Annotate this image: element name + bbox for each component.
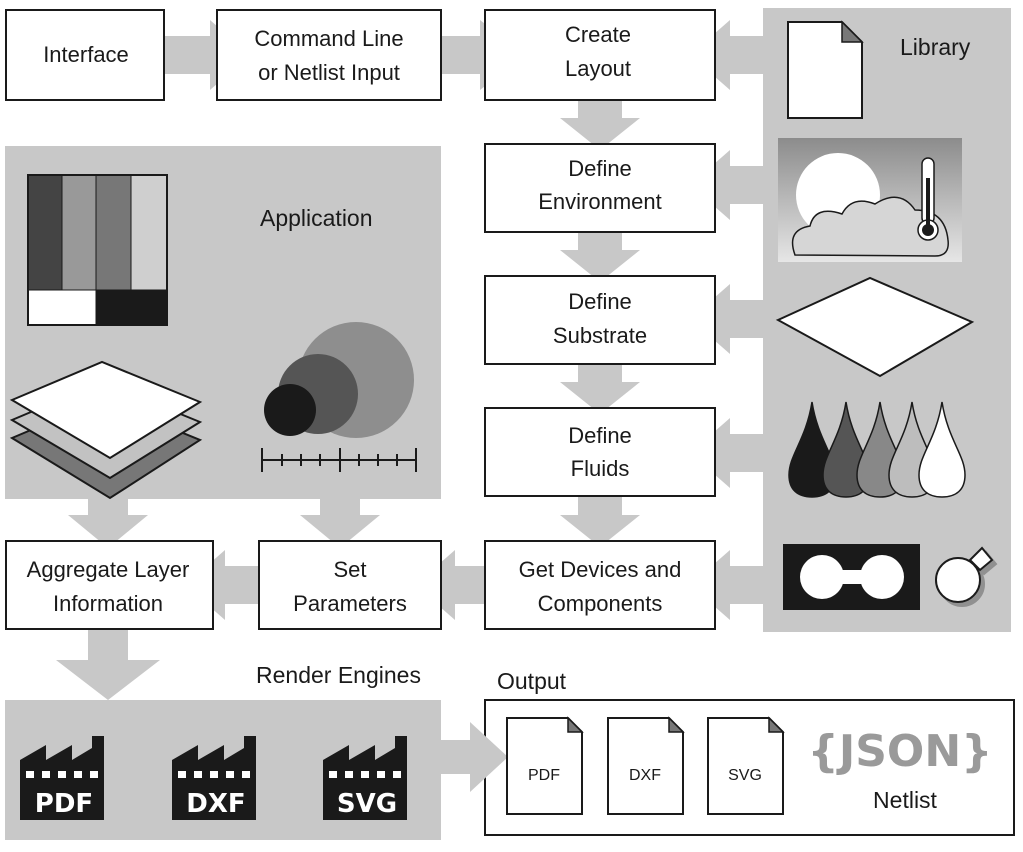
device-component-icon: [783, 544, 994, 610]
define-fluids-label-1: Define: [568, 423, 632, 448]
box-define-environment: Define Environment: [484, 143, 716, 233]
substrate-icon: [775, 276, 975, 378]
box-set-parameters: Set Parameters: [258, 540, 442, 630]
arrow-aggregate-to-render: [56, 625, 160, 700]
pdf-factory-icon: PDF: [20, 736, 104, 820]
box-interface: Interface: [5, 9, 165, 101]
aggregate-layer-label-1: Aggregate Layer: [27, 557, 190, 582]
box-aggregate-layer: Aggregate Layer Information: [5, 540, 214, 630]
box-create-layout: Create Layout: [484, 9, 716, 101]
document-icon: [787, 20, 864, 119]
svg-factory-label: SVG: [337, 789, 397, 819]
define-substrate-label-1: Define: [568, 289, 632, 314]
box-get-devices: Get Devices and Components: [484, 540, 716, 630]
create-layout-label-2: Layout: [565, 56, 631, 81]
define-fluids-label-2: Fluids: [571, 456, 630, 481]
output-pdf-label: PDF: [528, 767, 560, 784]
layer-stack-icon: [9, 360, 203, 500]
color-palette-icon: [27, 174, 168, 326]
create-layout-label-1: Create: [565, 22, 631, 47]
box-define-substrate: Define Substrate: [484, 275, 716, 365]
get-devices-label-1: Get Devices and: [519, 557, 682, 582]
library-label: Library: [900, 34, 971, 60]
application-label: Application: [260, 205, 373, 231]
define-environment-label-1: Define: [568, 156, 632, 181]
output-svg-label: SVG: [728, 767, 762, 784]
arrow-application-to-aggregate: [68, 490, 148, 548]
set-parameters-label-2: Parameters: [293, 591, 407, 616]
get-devices-label-2: Components: [538, 591, 663, 616]
arrow-create-to-environment: [560, 85, 640, 150]
define-environment-label-2: Environment: [538, 189, 662, 214]
svg-factory-icon: SVG: [323, 736, 407, 820]
arrow-application-to-parameters: [300, 490, 380, 548]
command-line-label-2: or Netlist Input: [258, 60, 400, 85]
output-svg-file-icon: SVG: [707, 716, 785, 815]
arrow-render-to-output: [430, 722, 508, 792]
pdf-factory-label: PDF: [35, 789, 93, 819]
output-pdf-file-icon: PDF: [506, 716, 584, 815]
ruler-scale-icon: [261, 448, 417, 472]
json-label: {JSON}: [808, 726, 993, 777]
aggregate-layer-label-2: Information: [53, 591, 163, 616]
netlist-label: Netlist: [873, 787, 938, 813]
output-dxf-file-icon: DXF: [607, 716, 685, 815]
dxf-factory-label: DXF: [186, 789, 245, 819]
output-dxf-label: DXF: [629, 767, 661, 784]
render-engines-label: Render Engines: [256, 662, 421, 688]
command-line-label-1: Command Line: [254, 26, 403, 51]
arrow-command-to-create: [436, 20, 525, 90]
dxf-factory-icon: DXF: [172, 736, 256, 820]
box-command-line: Command Line or Netlist Input: [216, 9, 442, 101]
weather-environment-icon: [778, 138, 962, 262]
box-define-fluids: Define Fluids: [484, 407, 716, 497]
define-substrate-label-2: Substrate: [553, 323, 647, 348]
size-circles-icon: [264, 322, 414, 438]
set-parameters-label-1: Set: [333, 557, 366, 582]
interface-label: Interface: [43, 42, 129, 67]
output-label: Output: [497, 668, 567, 694]
fluid-drops-icon: [788, 401, 966, 498]
